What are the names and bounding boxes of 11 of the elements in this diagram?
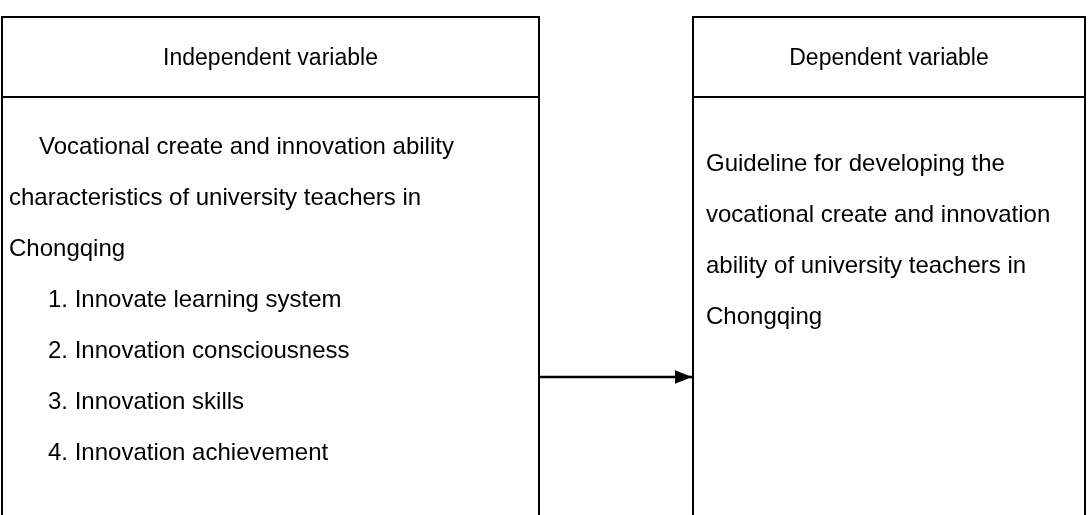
variable-box <box>692 16 1086 515</box>
list-item: 2. Innovation consciousness <box>47 335 351 365</box>
list-item: 4. Innovation achievement <box>47 437 330 467</box>
header-text: Dependent variable <box>789 42 989 72</box>
body-text: Guideline for developing the vocational create and innovation ability of university teachers in Chongqing <box>705 148 1052 331</box>
list-item: 3. Innovation skills <box>47 386 246 416</box>
arrow <box>540 370 692 384</box>
header-text: Independent variable <box>163 42 378 72</box>
body-text: Vocational create and innovation ability characteristics of university teachers in Chongqing <box>8 131 455 263</box>
list-item: 1. Innovate learning system <box>47 284 343 314</box>
variable-box <box>1 16 540 515</box>
